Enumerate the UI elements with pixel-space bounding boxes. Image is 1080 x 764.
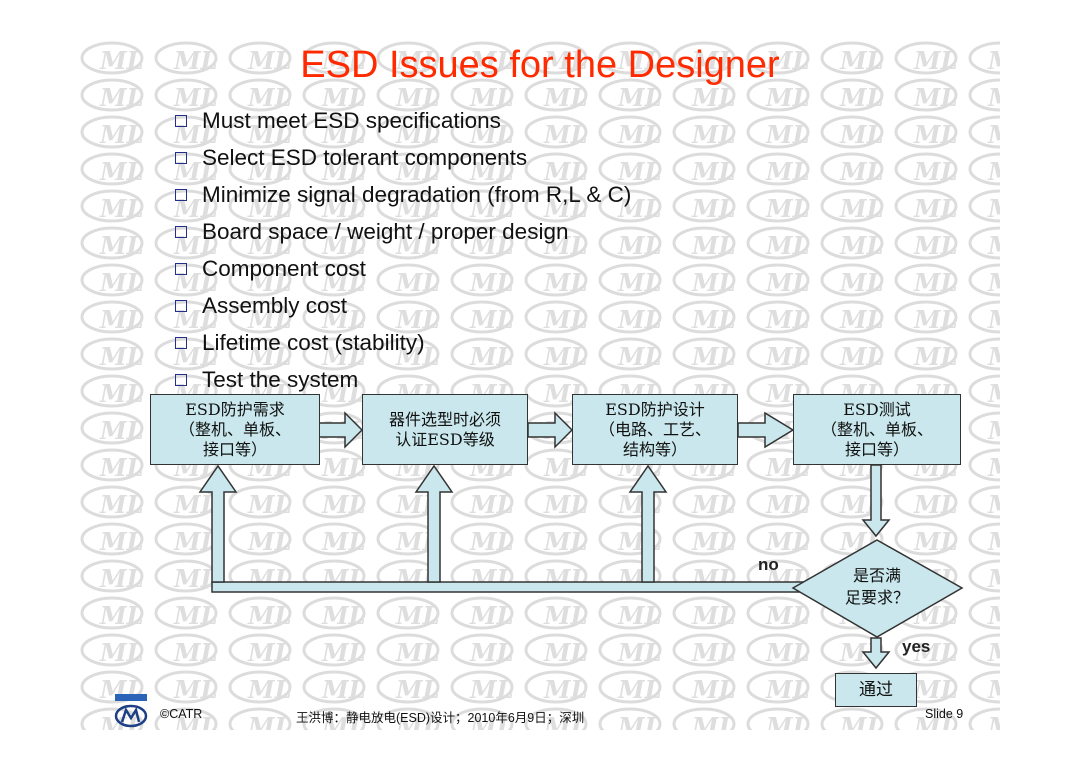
- footer-center-text: 王洪博：静电放电(ESD)设计；2010年6月9日；深圳: [296, 711, 585, 725]
- flow-box-esd-design: ESD防护设计 （电路、工艺、 结构等）: [572, 394, 738, 465]
- bullet-item: Must meet ESD specifications: [175, 102, 631, 139]
- bullet-text: Test the system: [202, 366, 359, 392]
- bullet-item: Component cost: [175, 250, 631, 287]
- square-bullet-icon: [175, 262, 187, 275]
- bullet-text: Minimize signal degradation (from R,L & …: [202, 181, 632, 207]
- arrow-down-1: [861, 464, 891, 538]
- flow-box-text: ESD防护需求 （整机、单板、 接口等）: [178, 399, 291, 459]
- arrow-right-3: [737, 411, 795, 449]
- bullet-item: Test the system: [175, 361, 631, 398]
- flow-box-esd-test: ESD测试 （整机、单板、 接口等）: [793, 394, 961, 465]
- bullet-list: Must meet ESD specifications Select ESD …: [175, 102, 631, 398]
- footer-copyright: ©CATR: [160, 707, 203, 721]
- flow-box-pass: 通过: [835, 673, 917, 707]
- bullet-item: Select ESD tolerant components: [175, 139, 631, 176]
- square-bullet-icon: [175, 336, 187, 349]
- decision-diamond: [791, 539, 964, 638]
- bullet-text: Component cost: [202, 255, 366, 281]
- flow-box-text: ESD测试 （整机、单板、 接口等）: [820, 399, 933, 459]
- arrow-up-2: [414, 464, 454, 583]
- bullet-text: Board space / weight / proper design: [202, 218, 569, 244]
- bullet-text: Lifetime cost (stability): [202, 329, 425, 355]
- bullet-item: Minimize signal degradation (from R,L & …: [175, 176, 631, 213]
- decision-text: 是否满 足要求？: [844, 566, 909, 607]
- bullet-item: Board space / weight / proper design: [175, 213, 631, 250]
- no-label: no: [758, 555, 779, 574]
- flow-box-text: ESD防护设计 （电路、工艺、 结构等）: [598, 399, 711, 459]
- square-bullet-icon: [175, 188, 187, 201]
- flow-box-text: 通过: [859, 680, 893, 700]
- bullet-item: Assembly cost: [175, 287, 631, 324]
- square-bullet-icon: [175, 151, 187, 164]
- bullet-item: Lifetime cost (stability): [175, 324, 631, 361]
- arrow-up-3: [628, 464, 668, 583]
- bullet-text: Must meet ESD specifications: [202, 107, 501, 133]
- flow-box-text: 器件选型时必须 认证ESD等级: [388, 409, 501, 449]
- square-bullet-icon: [175, 299, 187, 312]
- square-bullet-icon: [175, 373, 187, 386]
- arrow-up-1: [198, 464, 238, 583]
- bullet-text: Assembly cost: [202, 292, 348, 318]
- square-bullet-icon: [175, 225, 187, 238]
- flow-box-esd-requirements: ESD防护需求 （整机、单板、 接口等）: [150, 394, 320, 465]
- catr-logo-icon: [114, 694, 148, 728]
- bullet-text: Select ESD tolerant components: [202, 144, 528, 170]
- flow-box-component-selection: 器件选型时必须 认证ESD等级: [362, 394, 528, 465]
- slide-title: ESD Issues for the Designer: [300, 44, 780, 86]
- arrow-right-1: [317, 411, 364, 449]
- arrow-down-yes: [861, 637, 891, 670]
- square-bullet-icon: [175, 114, 187, 127]
- arrow-right-2: [527, 411, 574, 449]
- footer-slide-number: Slide 9: [925, 707, 964, 721]
- feedback-bar: [211, 581, 846, 593]
- yes-label: yes: [902, 637, 931, 656]
